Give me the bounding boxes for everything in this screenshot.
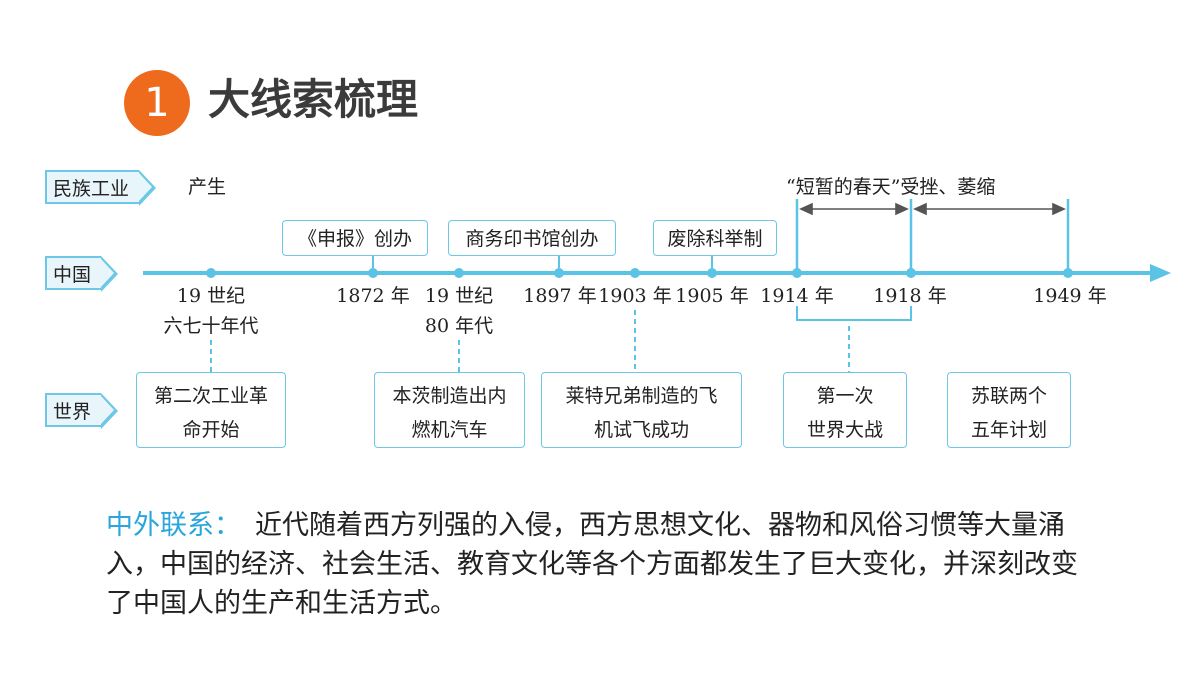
dot-1897: [554, 268, 564, 278]
world-box-soviet-plans: 苏联两个 五年计划: [947, 372, 1071, 448]
world-box-wright-brothers: 莱特兄弟制造的飞 机试飞成功: [541, 372, 742, 448]
world-box-industrial-revolution: 第二次工业革 命开始: [136, 372, 286, 448]
event-box-shenbao: 《申报》创办: [282, 220, 428, 256]
dot-19c-80s: [454, 268, 464, 278]
date-6070s-line2: 六七十年代: [163, 315, 259, 337]
date-19c-6070s: 19 世纪 六七十年代: [151, 281, 271, 341]
summary-paragraph: 中外联系：近代随着西方列强的入侵，西方思想文化、器物和风俗习惯等大量涌入，中国的…: [106, 506, 1086, 623]
world-text-line2: 命开始: [182, 419, 240, 441]
date-1903: 1903 年: [598, 285, 672, 307]
world-box-ww1: 第一次 世界大战: [783, 372, 907, 448]
dot-1872: [368, 268, 378, 278]
date-19c-line1: 19 世纪: [176, 285, 246, 307]
ethnic-spring-text: “短暂的春天”受挫、萎缩: [786, 176, 996, 198]
world-text-line2: 燃机汽车: [411, 419, 488, 441]
event-box-commercial-press: 商务印书馆创办: [448, 220, 616, 256]
timeline-arrowhead: [1150, 264, 1171, 282]
ethnic-birth-text: 产生: [188, 176, 227, 198]
world-text-line2: 世界大战: [806, 419, 883, 441]
date-1897: 1897 年: [523, 285, 597, 307]
section-number-badge: 1: [124, 70, 190, 136]
dashed-connectors: [210, 310, 850, 372]
date-19c-80s: 19 世纪 80 年代: [404, 281, 514, 341]
date-1914: 1914 年: [760, 285, 834, 307]
dot-1903: [630, 268, 640, 278]
date-1872: 1872 年: [336, 285, 410, 307]
period-arrows: [799, 202, 1066, 216]
page-title: 大线索梳理: [208, 75, 419, 124]
summary-body: 近代随着西方列强的入侵，西方思想文化、器物和风俗习惯等大量涌入，中国的经济、社会…: [106, 510, 1078, 619]
row-label-china: 中国: [45, 256, 118, 292]
event-box-exam-abolish: 废除科举制: [653, 220, 777, 256]
date-1905: 1905 年: [675, 285, 749, 307]
date-1949: 1949 年: [1033, 285, 1107, 307]
dot-1905: [707, 268, 717, 278]
ww1-bracket: [796, 306, 912, 321]
row-label-world: 世界: [45, 393, 118, 429]
date-80s-line2: 80 年代: [424, 315, 494, 337]
dot-19c-6070s: [206, 268, 216, 278]
world-text-line1: 本茨制造出内: [392, 385, 507, 407]
summary-lead: 中外联系：: [106, 510, 241, 541]
world-text-line1: 第一次: [816, 385, 874, 407]
world-text-line2: 五年计划: [970, 419, 1047, 441]
world-text-line1: 莱特兄弟制造的飞: [565, 385, 718, 407]
date-19c-line1: 19 世纪: [424, 285, 494, 307]
world-text-line2: 机试飞成功: [593, 419, 689, 441]
date-1918: 1918 年: [873, 285, 947, 307]
world-text-line1: 第二次工业革: [153, 385, 268, 407]
row-label-ethnic-industry: 民族工业: [45, 170, 156, 206]
world-text-line1: 苏联两个: [970, 385, 1047, 407]
world-box-benz-car: 本茨制造出内 燃机汽车: [374, 372, 525, 448]
